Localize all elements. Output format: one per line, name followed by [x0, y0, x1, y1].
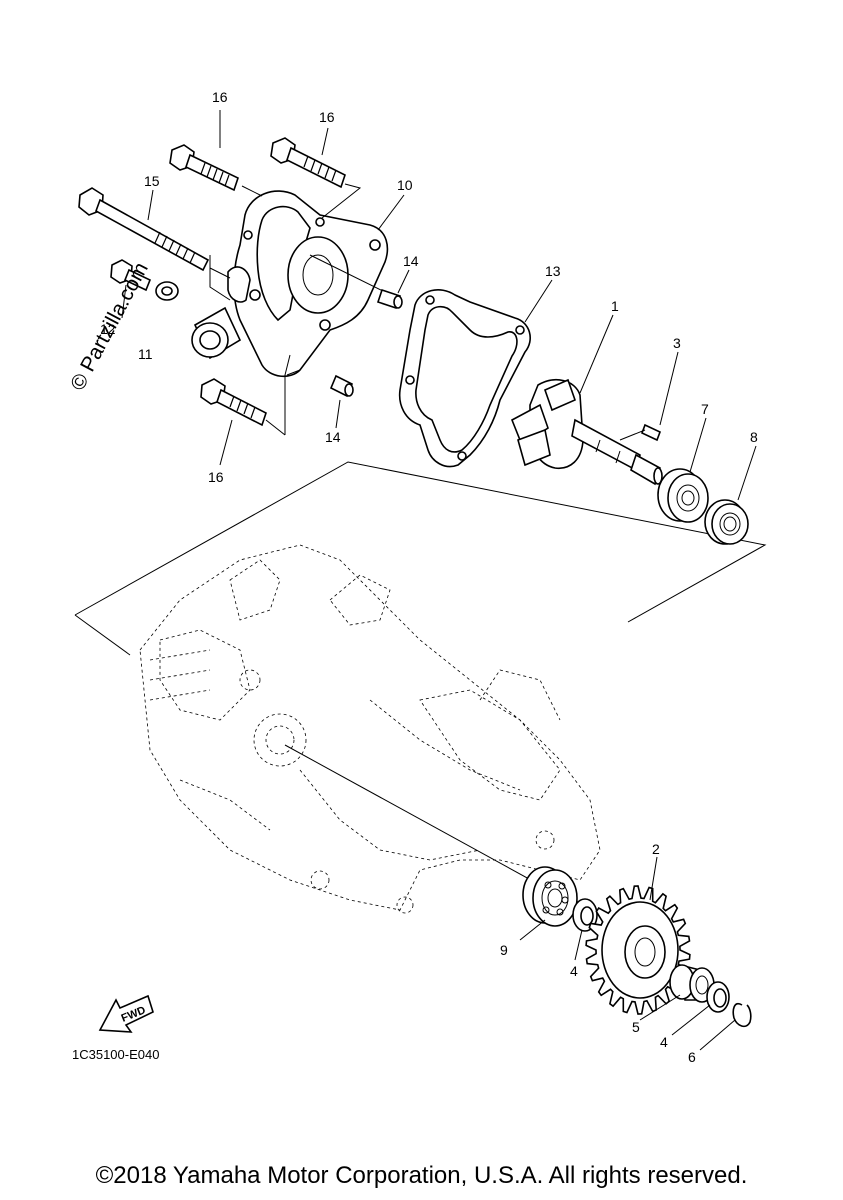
callout-4-right: 4 — [660, 1034, 668, 1050]
callout-6: 6 — [688, 1049, 696, 1065]
pin-3 — [640, 423, 662, 442]
dowel-pin-14-lower — [329, 374, 354, 398]
callout-13: 13 — [545, 263, 561, 279]
guide-line-left — [74, 614, 131, 656]
callout-1: 1 — [611, 298, 619, 314]
diagram-reference-code: 1C35100-E040 — [72, 1047, 159, 1062]
callout-16-top-right: 16 — [319, 109, 335, 125]
shaft-axis-line — [284, 744, 541, 886]
bearing-9 — [522, 866, 578, 927]
callout-9: 9 — [500, 942, 508, 958]
assembly-guide-frame — [74, 461, 767, 623]
callout-16-lower: 16 — [208, 469, 224, 485]
washer-11 — [155, 281, 179, 301]
callout-10: 10 — [397, 177, 413, 193]
callout-7: 7 — [701, 401, 709, 417]
seal-cylinder — [191, 306, 242, 360]
callout-11: 11 — [138, 346, 153, 362]
callout-8: 8 — [750, 429, 758, 445]
washer-4-right — [706, 981, 730, 1013]
callout-2: 2 — [652, 841, 660, 857]
callout-14-lower: 14 — [325, 429, 341, 445]
gasket-13 — [398, 289, 531, 468]
collar-5 — [669, 963, 715, 1003]
callout-leaders — [121, 110, 757, 1051]
fwd-arrow-icon: FWD — [98, 994, 154, 1033]
callout-16-top-left: 16 — [212, 89, 228, 105]
callout-5: 5 — [632, 1019, 640, 1035]
bolt-16-lower — [200, 378, 267, 427]
callout-4-left: 4 — [570, 963, 578, 979]
callout-12: 12 — [100, 321, 116, 337]
circlip-6 — [732, 1002, 752, 1028]
dowel-pin-14-upper — [376, 288, 403, 310]
bolt-16-upper-left — [169, 144, 239, 192]
crankcase-outline — [139, 544, 601, 914]
callout-labels: 16 16 15 10 14 13 12 11 1 3 7 8 14 16 2 … — [100, 89, 758, 1065]
callout-3: 3 — [673, 335, 681, 351]
bearing-7 — [657, 468, 709, 523]
seal-8 — [704, 499, 749, 545]
copyright-notice: ©2018 Yamaha Motor Corporation, U.S.A. A… — [95, 1162, 748, 1189]
callout-15: 15 — [144, 173, 160, 189]
water-pump-cover-10 — [227, 190, 389, 378]
callout-14-upper: 14 — [403, 253, 419, 269]
bolt-16-upper-right — [270, 137, 346, 189]
impeller-shaft-1 — [510, 378, 663, 486]
bolt-12 — [110, 259, 152, 292]
bolt-15-long — [78, 187, 210, 272]
partzilla-watermark: © Partzilla.com — [66, 259, 153, 395]
gear-2 — [585, 885, 691, 1015]
